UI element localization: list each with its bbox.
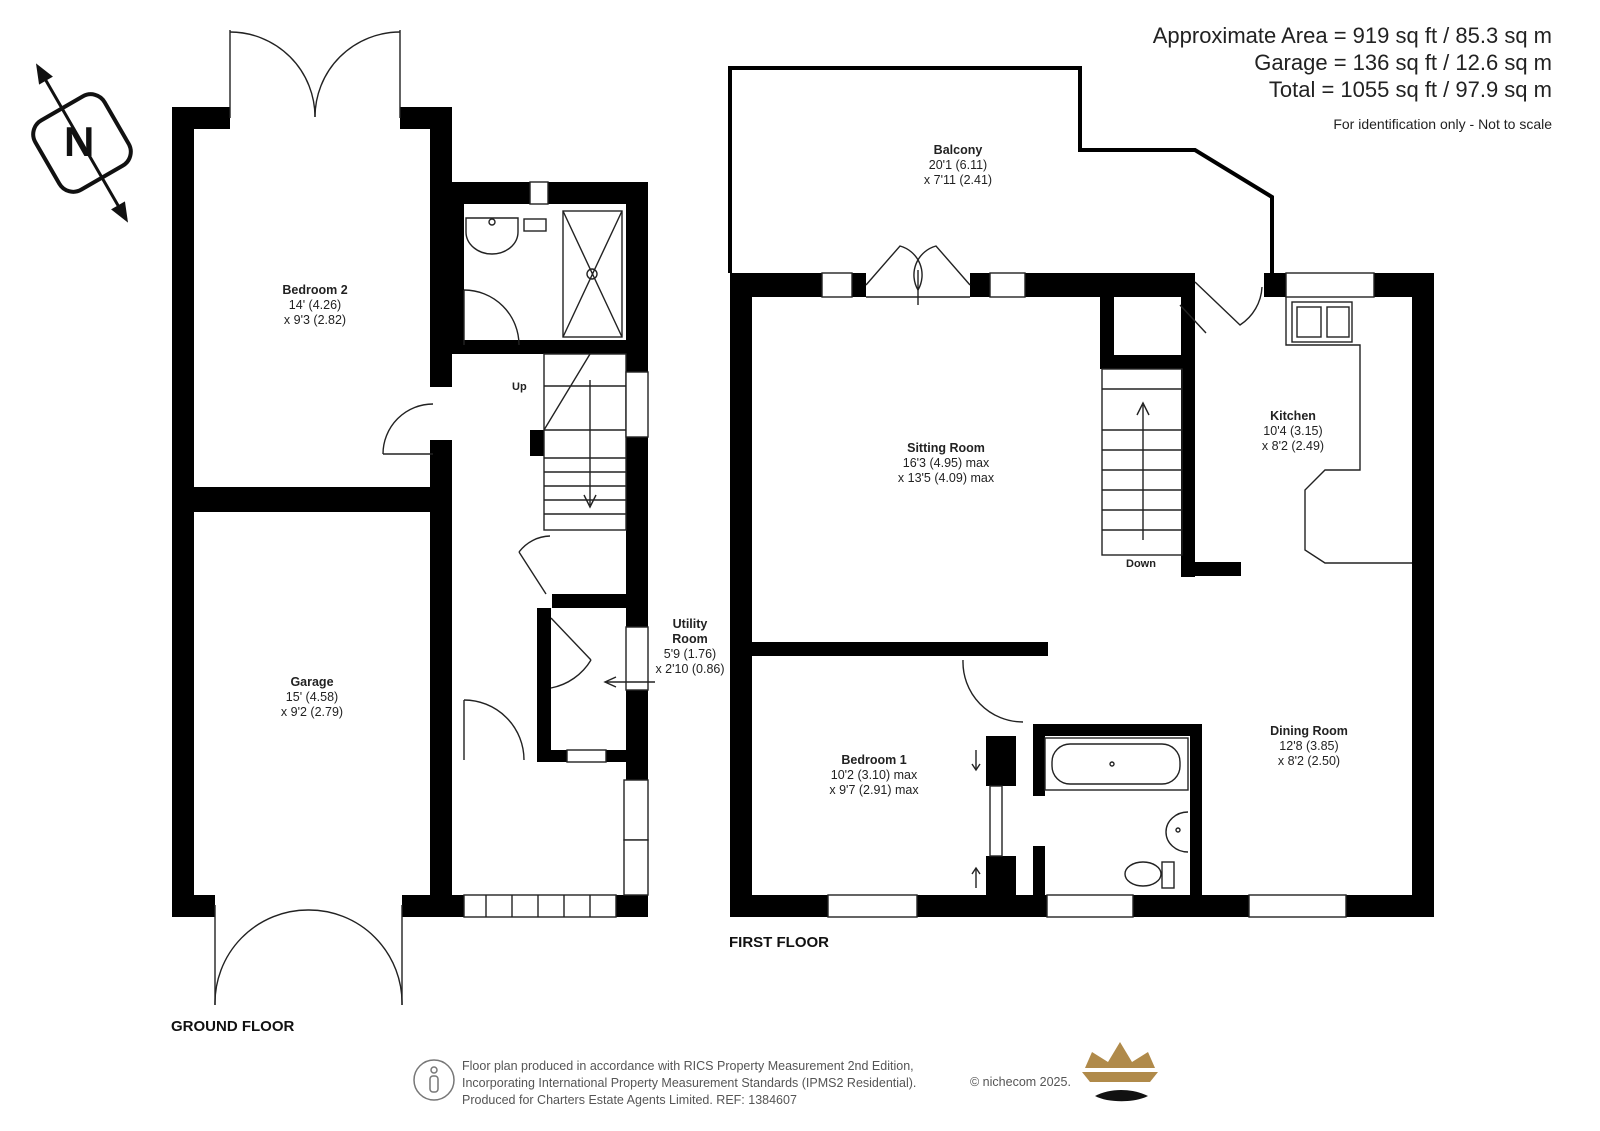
room-name: Room [672, 632, 708, 646]
room-garage: Garage 15' (4.58) x 9'2 (2.79) [281, 675, 343, 720]
room-name: Garage [290, 675, 334, 689]
room-name: Bedroom 2 [282, 283, 348, 297]
room-dim: 14' (4.26) [288, 298, 342, 312]
room-dim: 12'8 (3.85) [1279, 739, 1339, 753]
total-area: Total = 1055 sq ft / 97.9 sq m [1268, 77, 1552, 102]
room-name: Bedroom 1 [841, 753, 907, 767]
garage-area: Garage = 136 sq ft / 12.6 sq m [1254, 50, 1552, 75]
room-dim: 10'4 (3.15) [1263, 424, 1323, 438]
copyright: © nichecom 2025. [970, 1075, 1071, 1089]
room-dim: 15' (4.58) [285, 690, 339, 704]
room-dim: 5'9 (1.76) [663, 647, 717, 661]
room-name: Balcony [933, 143, 983, 157]
disclaimer: For identification only - Not to scale [1333, 116, 1552, 132]
room-name: Kitchen [1270, 409, 1316, 423]
first-floor-label: FIRST FLOOR [729, 934, 829, 951]
room-dim: x 9'3 (2.82) [283, 313, 347, 327]
footer-line: Produced for Charters Estate Agents Limi… [462, 1093, 797, 1107]
room-sitting-room: Sitting Room 16'3 (4.95) max x 13'5 (4.0… [898, 441, 994, 486]
ground-floor-label: GROUND FLOOR [171, 1018, 295, 1035]
room-dim: x 9'2 (2.79) [280, 705, 344, 719]
room-dim: 20'1 (6.11) [928, 158, 988, 172]
room-dim: x 2'10 (0.86) [655, 662, 725, 676]
room-bedroom-2: Bedroom 2 14' (4.26) x 9'3 (2.82) [282, 283, 347, 328]
footer-line: Incorporating International Property Mea… [462, 1076, 917, 1090]
room-dim: 10'2 (3.10) max [830, 768, 918, 782]
room-name: Utility [672, 617, 708, 631]
room-balcony: Balcony 20'1 (6.11) x 7'11 (2.41) [924, 143, 992, 188]
footer-note: Floor plan produced in accordance with R… [462, 1058, 916, 1109]
north-compass-icon [31, 63, 133, 223]
room-name: Dining Room [1270, 724, 1348, 738]
room-utility: Utility Room 5'9 (1.76) x 2'10 (0.86) [655, 617, 724, 677]
room-bedroom-1: Bedroom 1 10'2 (3.10) max x 9'7 (2.91) m… [829, 753, 918, 798]
room-dim: x 9'7 (2.91) max [829, 783, 919, 797]
room-dim: 16'3 (4.95) max [902, 456, 990, 470]
room-kitchen: Kitchen 10'4 (3.15) x 8'2 (2.49) [1262, 409, 1324, 454]
room-name: Sitting Room [907, 441, 985, 455]
approx-area: Approximate Area = 919 sq ft / 85.3 sq m [1152, 23, 1552, 48]
person-icon [413, 1059, 455, 1101]
stairs-down-label: Down [1126, 558, 1156, 570]
compass-letter: N [64, 118, 95, 165]
room-dim: x 7'11 (2.41) [923, 173, 993, 187]
room-dim: x 8'2 (2.50) [1277, 754, 1341, 768]
crown-logo-icon [1082, 1042, 1158, 1102]
room-dim: x 8'2 (2.49) [1261, 439, 1325, 453]
stairs-up-label: Up [512, 381, 527, 393]
footer-line: Floor plan produced in accordance with R… [462, 1059, 914, 1073]
room-dining-room: Dining Room 12'8 (3.85) x 8'2 (2.50) [1270, 724, 1348, 769]
fixtures [214, 30, 1412, 1006]
room-dim: x 13'5 (4.09) max [897, 471, 995, 485]
walls [172, 107, 1434, 917]
